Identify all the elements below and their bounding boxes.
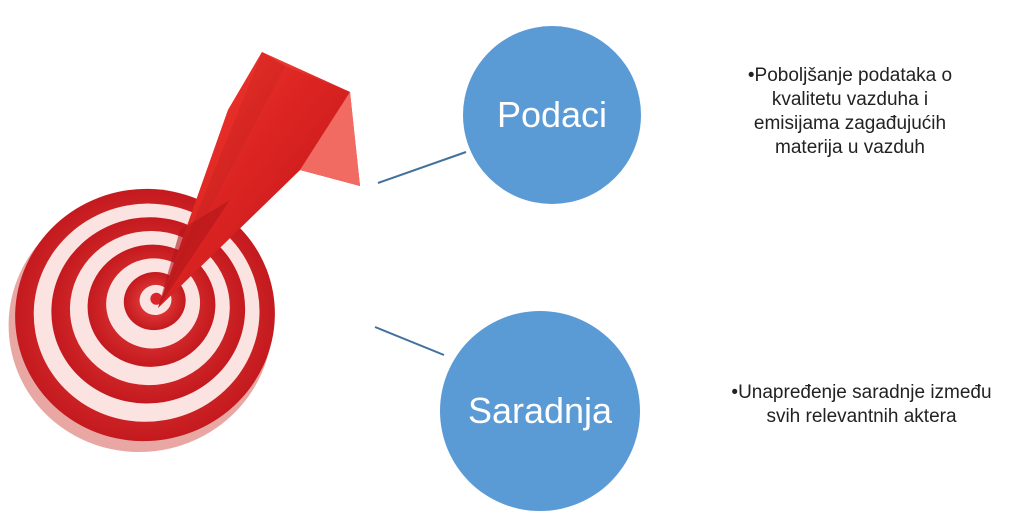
- target-with-arrow-icon: [8, 52, 360, 453]
- goal-description-podaci: •Poboljšanje podataka o kvalitetu vazduh…: [700, 64, 1000, 160]
- connector-saradnja: [374, 326, 445, 356]
- goal-label-podaci: Podaci: [496, 94, 608, 135]
- goal-label-saradnja: Saradnja: [467, 390, 613, 431]
- description-line: •Unapređenje saradnje između: [731, 382, 992, 403]
- goal-circle-saradnja: Saradnja: [440, 311, 640, 511]
- goal-circle-podaci: Podaci: [463, 26, 641, 204]
- description-line: •Poboljšanje podataka o: [747, 65, 953, 86]
- description-line: emisijama zagađujućih: [753, 113, 947, 134]
- goal-description-saradnja: •Unapređenje saradnje između svih releva…: [690, 381, 1033, 429]
- description-line: materija u vazduh: [775, 137, 925, 158]
- description-line: kvalitetu vazduha i: [771, 89, 929, 110]
- description-line: svih relevantnih aktera: [766, 406, 957, 427]
- connector-podaci: [377, 151, 467, 184]
